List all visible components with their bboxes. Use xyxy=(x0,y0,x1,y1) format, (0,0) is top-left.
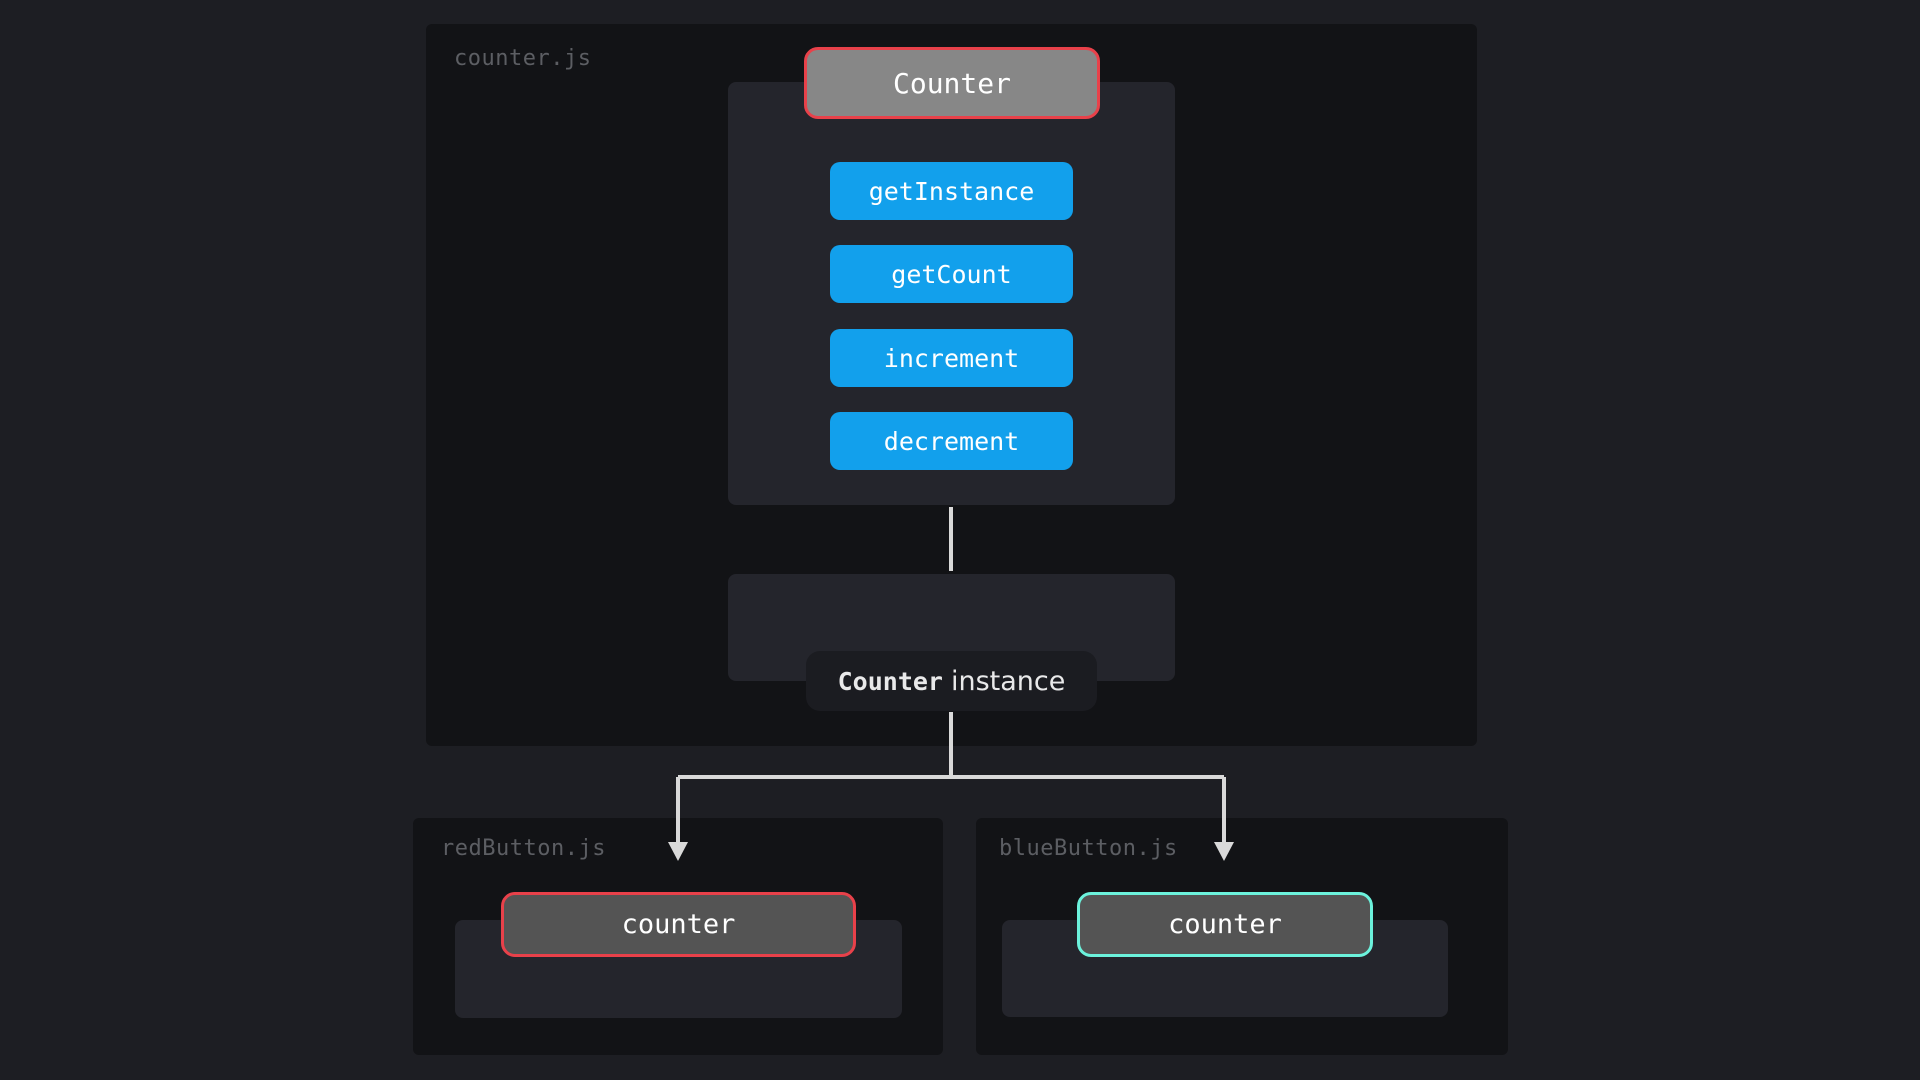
blue-counter-reference: counter xyxy=(1077,892,1373,957)
method-get-instance: getInstance xyxy=(830,162,1073,220)
counter-class-header: Counter xyxy=(804,47,1100,119)
red-counter-reference: counter xyxy=(501,892,856,957)
red-button-file-label: redButton.js xyxy=(441,836,606,861)
instance-to-buttons-connector xyxy=(676,712,1226,844)
instance-class-name: Counter xyxy=(837,666,943,696)
blue-arrowhead-icon xyxy=(1214,842,1234,861)
counter-file-label: counter.js xyxy=(454,46,592,71)
method-get-count: getCount xyxy=(830,245,1073,303)
method-increment: increment xyxy=(830,329,1073,387)
red-arrowhead-icon xyxy=(668,842,688,861)
instance-word: instance xyxy=(950,665,1066,697)
blue-button-file-label: blueButton.js xyxy=(999,836,1178,861)
instance-label: Counter instance xyxy=(806,651,1097,711)
method-decrement: decrement xyxy=(830,412,1073,470)
